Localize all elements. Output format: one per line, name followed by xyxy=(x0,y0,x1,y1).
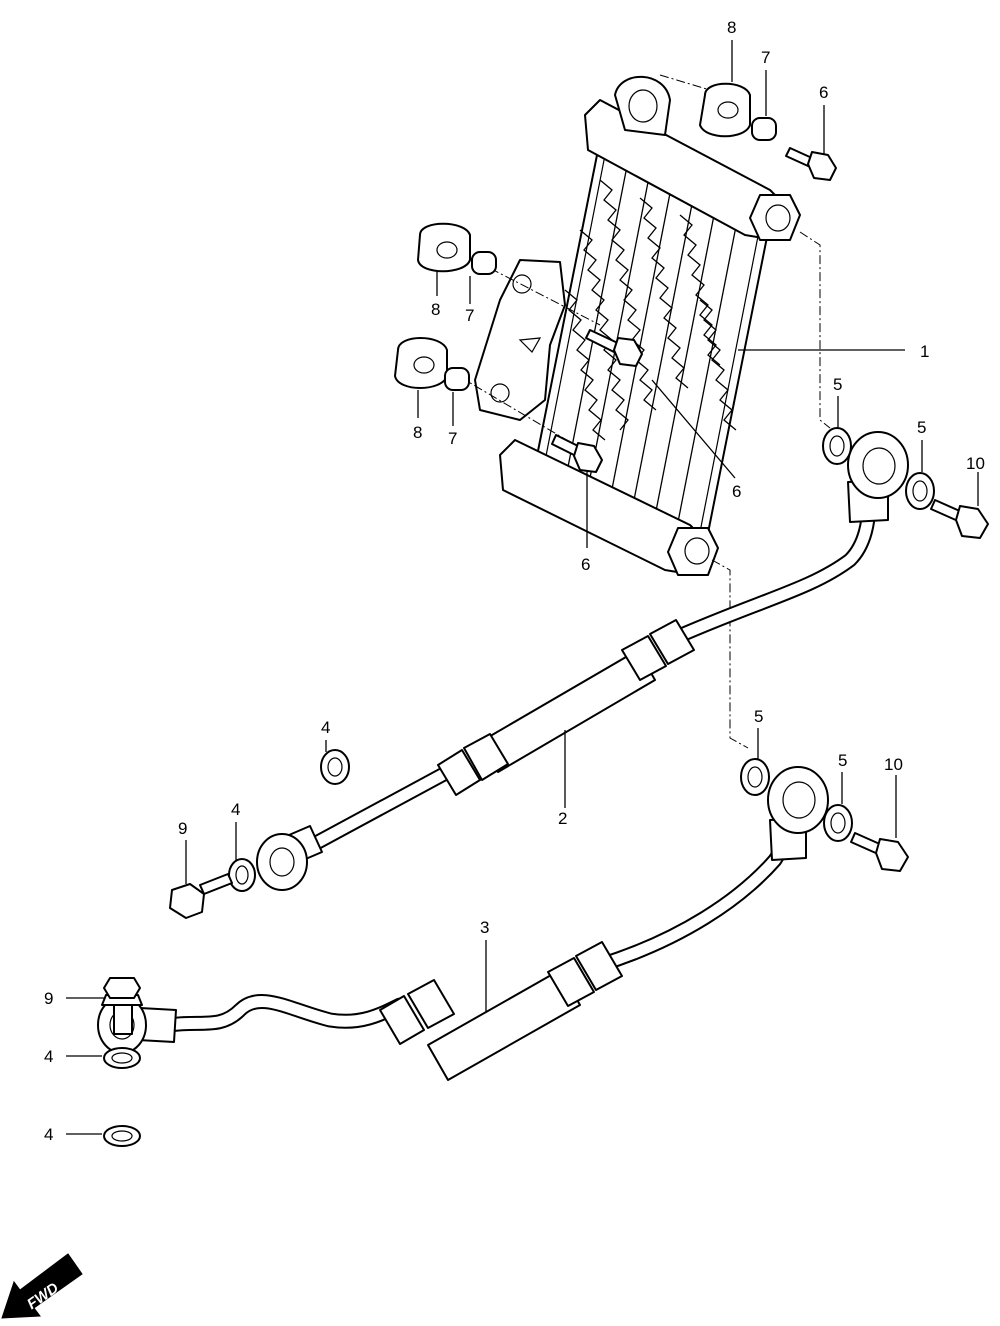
callout-3: 3 xyxy=(480,918,489,937)
collar-low xyxy=(444,367,470,391)
callout-6-low: 6 xyxy=(581,555,590,574)
washer-4-mid xyxy=(228,858,256,892)
callout-10-b: 10 xyxy=(884,755,903,774)
callout-4-d: 4 xyxy=(44,1125,53,1144)
collar-top xyxy=(751,117,777,141)
callout-4-a: 4 xyxy=(321,718,330,737)
oil-cooler xyxy=(474,75,905,576)
washer-5-top-left xyxy=(822,427,852,465)
banjo-bolt-10-low xyxy=(850,832,909,872)
callout-9-b: 9 xyxy=(44,989,53,1008)
oil-hose-2 xyxy=(256,431,909,891)
callout-5-c: 5 xyxy=(754,707,763,726)
callout-4-b: 4 xyxy=(231,800,240,819)
callout-7-low: 7 xyxy=(448,429,457,448)
banjo-bolt-9-low xyxy=(101,977,143,1035)
bolt-mid xyxy=(585,329,643,367)
fwd-arrow-icon: FWD xyxy=(1,1253,83,1319)
washer-5-low-left xyxy=(740,758,770,796)
callout-6-top: 6 xyxy=(819,83,828,102)
callout-2: 2 xyxy=(558,809,567,828)
callout-9-a: 9 xyxy=(178,819,187,838)
callout-5-a: 5 xyxy=(833,375,842,394)
grommet-low xyxy=(394,337,448,389)
oil-hose-3 xyxy=(97,766,829,1081)
banjo-bolt-10-top xyxy=(930,499,989,539)
washer-4-upper xyxy=(320,749,350,785)
grommet-mid xyxy=(417,222,471,273)
callout-5-d: 5 xyxy=(838,751,847,770)
washer-5-low-right xyxy=(823,804,853,842)
collar-mid xyxy=(471,251,497,275)
washer-4-lower-bottom xyxy=(103,1125,141,1147)
callout-8-mid: 8 xyxy=(431,300,440,319)
callout-10-a: 10 xyxy=(966,454,985,473)
callout-8-top: 8 xyxy=(727,18,736,37)
callout-5-b: 5 xyxy=(917,418,926,437)
washer-4-lower-top xyxy=(103,1047,141,1069)
callout-7-mid: 7 xyxy=(465,306,474,325)
washer-5-top-right xyxy=(905,472,935,510)
callout-7-top: 7 xyxy=(761,48,770,67)
callout-8-low: 8 xyxy=(413,423,422,442)
bolt-low xyxy=(551,434,603,473)
cooler-fins xyxy=(545,149,761,533)
banjo-bolt-9-mid xyxy=(169,873,233,919)
bolt-top xyxy=(785,147,837,181)
callout-6-mid: 6 xyxy=(732,482,741,501)
callout-4-c: 4 xyxy=(44,1047,53,1066)
grommet-top xyxy=(699,82,751,138)
callout-1: 1 xyxy=(920,342,929,361)
